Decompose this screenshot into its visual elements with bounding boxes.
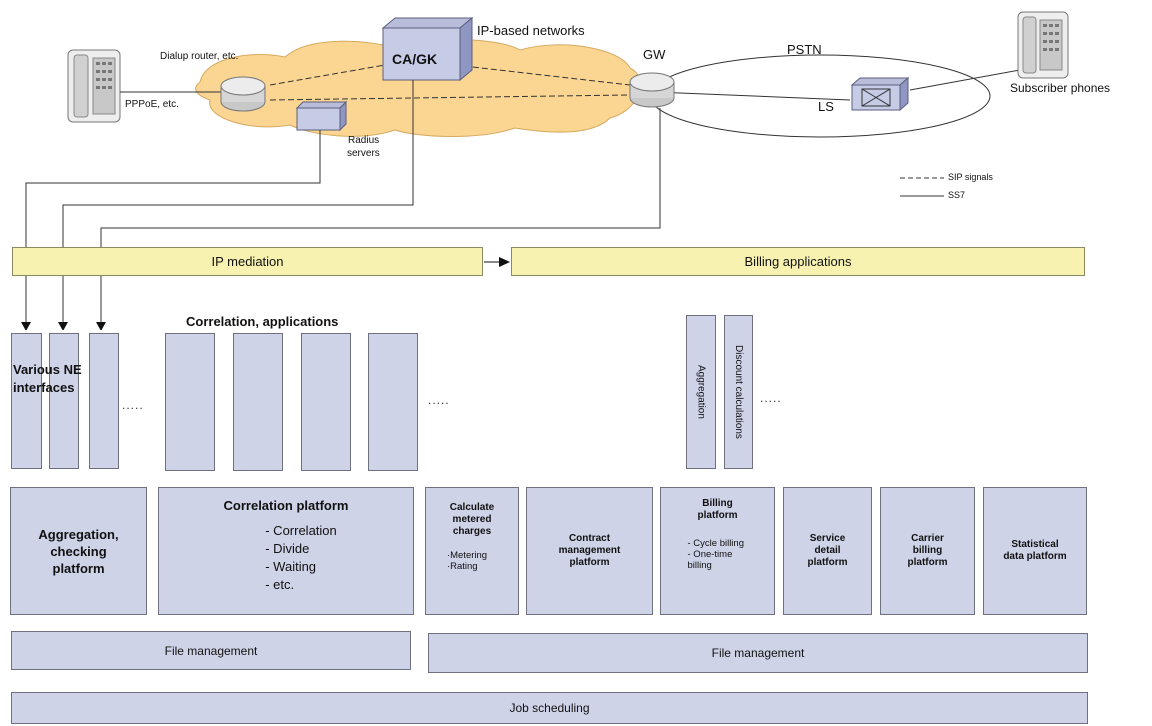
carrier-billing-title: Carrier billing platform — [907, 533, 948, 568]
ls-subscriber-line — [909, 69, 1021, 91]
correlation-app-box-2 — [233, 333, 283, 471]
dialup-label: Dialup router, etc. — [160, 51, 239, 62]
statistical-data-platform: Statistical data platform — [983, 487, 1087, 615]
billing-ellipsis: ..... — [760, 391, 782, 405]
metered-item: ·Metering — [446, 550, 488, 561]
pstn-label: PSTN — [787, 42, 822, 57]
job-scheduling-label: Job scheduling — [509, 701, 590, 715]
interfaces-label: interfaces — [13, 380, 75, 395]
correlation-platform-list: - Correlation - Divide - Waiting - etc. — [265, 522, 337, 594]
correlation-applications-label: Correlation, applications — [186, 314, 339, 329]
discount-vertical-label: Discount calculations — [733, 345, 744, 439]
subscriber-label: Subscriber phones — [1010, 81, 1111, 95]
billing-applications-label: Billing applications — [744, 254, 852, 269]
carrier-billing-platform: Carrier billing platform — [880, 487, 975, 615]
legend-sip-label: SIP signals — [948, 172, 993, 182]
file-management-left: File management — [11, 631, 411, 670]
cagk-label: CA/GK — [392, 51, 438, 67]
ip-mediation-bar: IP mediation — [12, 247, 483, 276]
sip-signal-lines — [269, 64, 631, 101]
radius-server-icon — [295, 100, 348, 132]
billing-item: - Cycle billing — [687, 538, 745, 549]
metered-charges-title: Calculate metered charges — [449, 502, 495, 537]
legend-ss7-label: SS7 — [948, 190, 966, 200]
billing-item: - One-time billing — [687, 549, 733, 571]
network-diagram — [21, 11, 1069, 330]
file-management-right: File management — [428, 633, 1088, 673]
gw-label: GW — [643, 47, 666, 62]
correlation-item: - Correlation — [265, 523, 337, 538]
mediation-to-billing-arrowhead — [499, 257, 510, 267]
ne-interface-box-2 — [49, 333, 79, 469]
gw-ls-line — [654, 91, 851, 101]
connector-arrowheads — [21, 322, 106, 330]
correlation-item: - etc. — [265, 577, 295, 592]
ne-ellipsis: ..... — [122, 398, 144, 412]
ls-label: LS — [818, 99, 834, 114]
ls-switch-icon — [850, 76, 910, 112]
file-management-right-label: File management — [711, 646, 805, 660]
left-phone-icon — [67, 49, 121, 123]
ne-interface-box-3 — [89, 333, 119, 469]
statistical-data-title: Statistical data platform — [1003, 539, 1067, 562]
correlation-app-box-1 — [165, 333, 215, 471]
aggregation-platform-title: Aggregation, checking platform — [38, 526, 119, 576]
billing-platform: Billing platform - Cycle billing - One-t… — [660, 487, 775, 615]
correlation-platform-title: Correlation platform — [223, 498, 349, 513]
cagk-server-icon — [381, 16, 474, 82]
correlation-ellipsis: ..... — [428, 393, 450, 407]
pppoe-label: PPPoE, etc. — [125, 99, 179, 110]
metered-charges-platform: Calculate metered charges ·Metering ·Rat… — [425, 487, 519, 615]
correlation-app-box-4 — [368, 333, 418, 471]
service-detail-title: Service detail platform — [807, 533, 848, 568]
ne-interface-box-1 — [11, 333, 42, 469]
right-phone-icon — [1017, 11, 1069, 79]
radius-label-1: Radius — [348, 135, 380, 146]
aggregation-vertical-box: Aggregation — [686, 315, 716, 469]
ip-mediation-label: IP mediation — [211, 254, 284, 269]
file-management-left-label: File management — [164, 643, 258, 658]
correlation-item: - Divide — [265, 541, 310, 556]
billing-applications-bar: Billing applications — [511, 247, 1085, 276]
dialup-router-icon — [220, 76, 266, 112]
contract-management-platform: Contract management platform — [526, 487, 653, 615]
aggregation-vertical-label: Aggregation — [695, 365, 707, 419]
correlation-app-box-3 — [301, 333, 351, 471]
discount-vertical-box: Discount calculations — [724, 315, 753, 469]
radius-label-2: servers — [347, 148, 380, 159]
various-ne-label: Various NE — [13, 362, 82, 377]
billing-platform-title: Billing platform — [697, 498, 738, 521]
contract-management-title: Contract management platform — [558, 533, 621, 568]
metered-item: ·Rating — [446, 561, 478, 572]
pstn-ellipse — [649, 54, 991, 138]
gw-router-icon — [629, 72, 675, 108]
cloud-label: IP-based networks — [477, 23, 585, 38]
job-scheduling-bar: Job scheduling — [11, 692, 1088, 724]
metered-charges-list: ·Metering ·Rating — [447, 550, 487, 572]
aggregation-platform: Aggregation, checking platform — [10, 487, 147, 615]
billing-platform-list: - Cycle billing - One-time billing — [688, 538, 748, 571]
correlation-item: - Waiting — [265, 559, 317, 574]
correlation-platform: Correlation platform - Correlation - Div… — [158, 487, 414, 615]
service-detail-platform: Service detail platform — [783, 487, 872, 615]
